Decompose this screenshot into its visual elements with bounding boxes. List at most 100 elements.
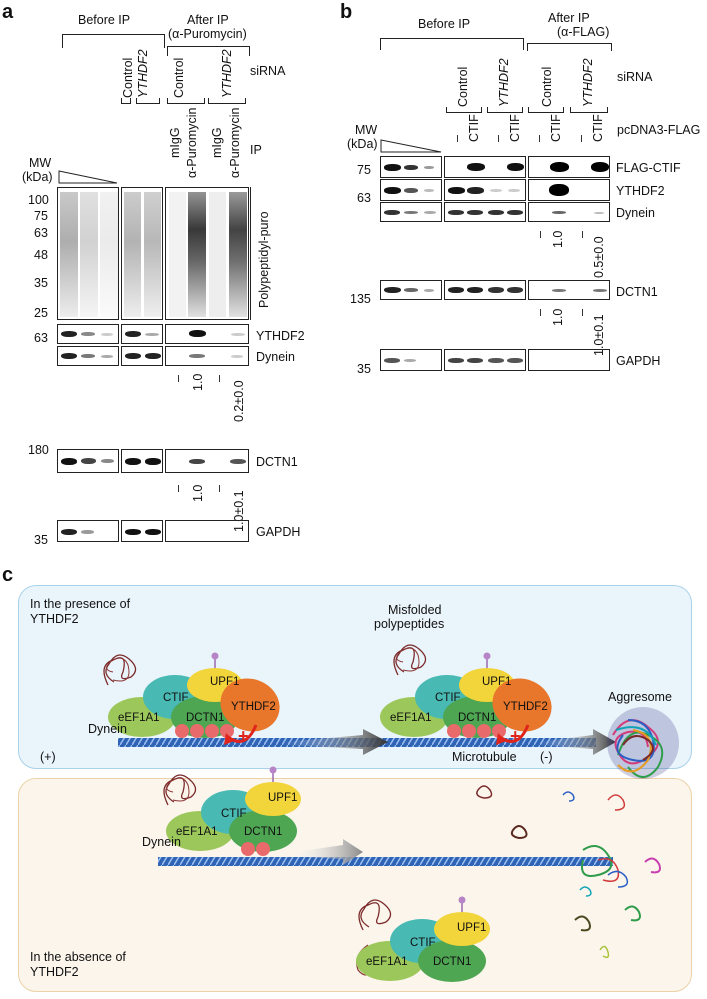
microtubule-bottom	[158, 857, 613, 866]
c2-ythdf2-label: YTHDF2	[503, 701, 548, 713]
panel-b-letter: b	[340, 1, 353, 23]
pcdna-lane-7: –	[574, 135, 588, 142]
complex-4	[356, 896, 490, 982]
blot-a-dctn1-dilution	[57, 449, 119, 473]
ip-puro-ythdf2: α-Puromycin	[228, 107, 242, 178]
sirna-ythdf2-after: YTHDF2	[220, 49, 234, 98]
c1-dctn1-label: DCTN1	[186, 712, 225, 724]
mechanism-illustration	[103, 644, 679, 982]
quant-a-dynein-1: –	[171, 375, 185, 382]
c1-plus-sign: +	[238, 726, 249, 746]
blot-a-gapdh-sirna	[121, 520, 163, 542]
absence-region	[18, 778, 692, 992]
after-ip-label-b: After IP	[548, 11, 590, 25]
aggresome-label: Aggresome	[608, 690, 672, 704]
mw-63: 63	[34, 226, 48, 240]
pcdna-lane-3: –	[491, 135, 505, 142]
sirna-b-control-after: Control	[540, 66, 554, 107]
blot-b-gapdh-before	[444, 349, 526, 371]
before-ip-label-b: Before IP	[418, 17, 471, 31]
pcdna-row-label: pcDNA3-FLAG	[617, 123, 701, 137]
blot-a-dynein-dilution	[57, 346, 119, 366]
mw-b-75: 75	[357, 163, 371, 177]
absence-label-2: YTHDF2	[30, 965, 79, 979]
sirna-ythdf2-before: YTHDF2	[136, 49, 150, 98]
pcdna-lane-5: –	[532, 135, 546, 142]
quant-b-dctn1-2: 1.0	[551, 308, 565, 326]
c1-ctif-label: CTIF	[163, 692, 189, 704]
pcdna-lane-6: CTIF	[549, 114, 563, 142]
quant-a-dynein-4: 0.2±0.0	[232, 380, 246, 422]
label-b-dynein: Dynein	[616, 206, 655, 220]
dispersed-aggregates	[476, 785, 661, 959]
sirna-b-bracket-1	[446, 107, 482, 113]
transport-arrow-weak	[288, 839, 363, 865]
aggresome-cluster	[607, 707, 679, 779]
loading-gradient-triangle-b	[380, 139, 442, 153]
blot-b-dynein-after	[528, 202, 610, 222]
sirna-bracket-3	[167, 98, 205, 104]
sirna-bracket-4	[208, 98, 246, 104]
c1-ythdf2-label: YTHDF2	[231, 701, 276, 713]
blot-a-poly-before-sirna	[121, 187, 163, 320]
complex-2	[380, 644, 552, 745]
transport-arrow-2	[538, 729, 616, 755]
presence-label: In the presence of	[30, 597, 131, 611]
mw-75: 75	[34, 209, 48, 223]
quant-a-dynein-3: –	[212, 375, 226, 382]
blot-b-dctn1-before	[444, 280, 526, 300]
label-a-gapdh: GAPDH	[256, 525, 301, 539]
polypeptidyl-puro-label: Polypeptidyl-puro	[257, 211, 271, 308]
c3-eef1a1-label: eEF1A1	[176, 826, 218, 838]
minus-end-label: (-)	[540, 750, 553, 764]
quant-b-dynein-4: 0.5±0.0	[592, 236, 606, 278]
absence-label: In the absence of	[30, 950, 126, 964]
quant-b-dynein-2: 1.0	[551, 230, 565, 248]
pcdna-lane-2: CTIF	[467, 114, 481, 142]
sirna-b-ythdf2-after: YTHDF2	[581, 58, 595, 107]
pcdna-lane-8: CTIF	[591, 114, 605, 142]
blot-b-flag-after	[528, 156, 610, 178]
pcdna-lane-4: CTIF	[508, 114, 522, 142]
panel-c-letter: c	[2, 564, 14, 586]
sirna-b-ythdf2-before: YTHDF2	[497, 58, 511, 107]
sirna-b-bracket-4	[570, 107, 608, 113]
ip-migg-control: mIgG	[168, 127, 182, 158]
pcdna-lane-1: –	[450, 135, 464, 142]
blot-b-dynein-before	[444, 202, 526, 222]
mw-100: 100	[28, 193, 49, 207]
label-b-ythdf2: YTHDF2	[616, 184, 665, 198]
blot-a-dynein-after	[165, 346, 249, 366]
mw-35-gapdh: 35	[34, 533, 48, 547]
sirna-b-bracket-2	[487, 107, 523, 113]
mw-unit: (kDa)	[22, 170, 53, 184]
after-ip-bracket-b	[527, 43, 612, 51]
blot-a-gapdh-after	[165, 520, 249, 542]
microtubule-label: Microtubule	[452, 750, 517, 764]
complex-1	[103, 652, 280, 745]
sirna-control-after: Control	[172, 57, 186, 98]
before-ip-bracket-b	[380, 38, 524, 50]
mw-63-ythdf2: 63	[34, 331, 48, 345]
quant-a-dctn1-2: 1.0	[191, 484, 205, 502]
mw-35: 35	[34, 276, 48, 290]
after-ip-label: After IP	[187, 13, 229, 27]
blot-b-ythdf2-after	[528, 179, 610, 201]
after-ip-antibody: (α-Puromycin)	[168, 27, 247, 41]
panel-a-letter: a	[2, 1, 14, 23]
after-ip-bracket	[167, 46, 250, 56]
quant-b-dynein-3: –	[575, 231, 589, 238]
mw-b-135: 135	[350, 292, 371, 306]
plus-end-label: (+)	[40, 750, 56, 764]
label-a-dctn1: DCTN1	[256, 455, 298, 469]
mw-label: MW	[29, 156, 52, 170]
blot-a-poly-before-dilution	[57, 187, 119, 320]
after-ip-antibody-b: (α-FLAG)	[557, 25, 610, 39]
ip-migg-ythdf2: mIgG	[210, 127, 224, 158]
sirna-b-control-before: Control	[456, 66, 470, 107]
misfolded-label-2: polypeptides	[374, 617, 445, 631]
before-ip-label: Before IP	[78, 13, 131, 27]
c3-dctn1-label: DCTN1	[244, 826, 283, 838]
mw-label-b: MW	[355, 123, 378, 137]
c3-upf1-label: UPF1	[268, 792, 298, 804]
